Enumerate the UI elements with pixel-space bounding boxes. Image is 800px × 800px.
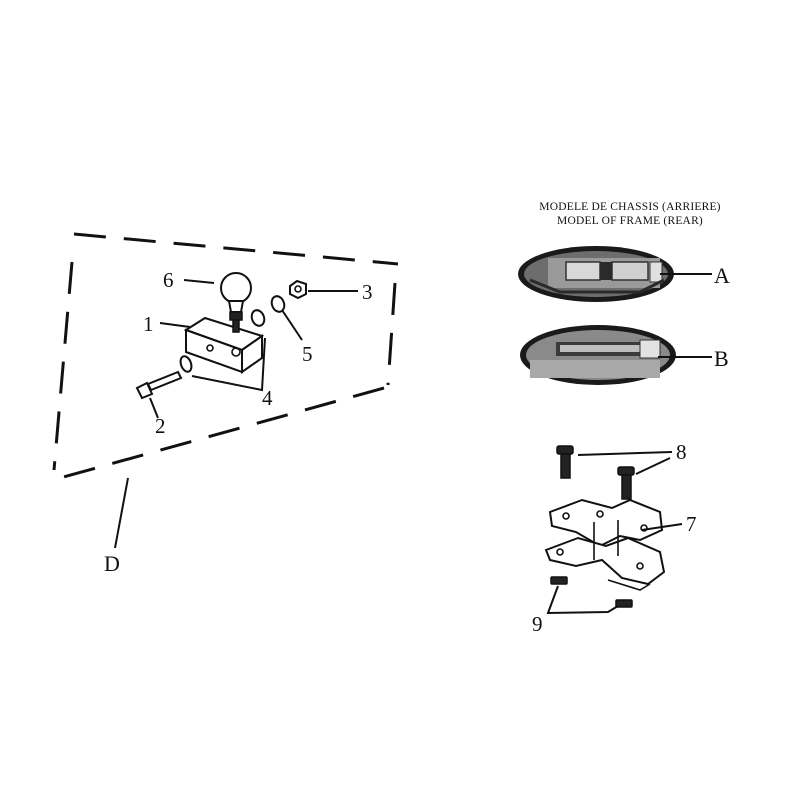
hitch-bracket-part-1 xyxy=(183,316,265,374)
tow-ball-part-6 xyxy=(220,272,252,333)
bolt-part-8a xyxy=(556,445,574,479)
callout-A: A xyxy=(714,263,730,288)
bolt-part-8b xyxy=(617,466,635,500)
leader-line-5 xyxy=(281,309,303,341)
callout-4: 4 xyxy=(262,386,273,410)
leader-line-8b xyxy=(635,457,671,475)
washer-part-5a xyxy=(250,309,266,327)
leader-line-8 xyxy=(577,451,673,456)
leader-line-1 xyxy=(159,322,191,328)
callout-1: 1 xyxy=(143,312,154,336)
leader-line-7 xyxy=(641,523,683,531)
frame-photo-b xyxy=(520,325,676,385)
frame-photo-a xyxy=(518,246,674,302)
callout-8: 8 xyxy=(676,440,687,464)
callout-B: B xyxy=(714,346,729,371)
callout-6: 6 xyxy=(163,268,174,292)
callout-5: 5 xyxy=(302,342,313,366)
callout-2: 2 xyxy=(155,414,166,438)
callout-D: D xyxy=(104,551,120,576)
washer-part-5b xyxy=(270,295,286,313)
kit-boundary-dashed xyxy=(52,232,399,480)
mounting-bracket-part-7 xyxy=(544,498,666,591)
callout-7: 7 xyxy=(686,512,697,536)
nut-part-9a xyxy=(550,576,568,585)
nut-part-9b xyxy=(615,599,633,608)
washer-part-4 xyxy=(179,355,193,373)
frame-model-title-fr: MODELE DE CHASSIS (ARRIERE) xyxy=(539,201,720,213)
leader-line-6 xyxy=(183,279,215,284)
leader-line-D xyxy=(114,477,129,549)
leader-line-9 xyxy=(546,585,619,615)
callout-3: 3 xyxy=(362,280,373,304)
nut-part-3 xyxy=(289,279,307,300)
callout-9: 9 xyxy=(532,612,543,636)
bolt-part-2 xyxy=(135,370,183,400)
leader-line-4 xyxy=(191,337,266,392)
leader-line-2 xyxy=(149,397,159,419)
frame-model-title-en: MODEL OF FRAME (REAR) xyxy=(557,215,703,227)
